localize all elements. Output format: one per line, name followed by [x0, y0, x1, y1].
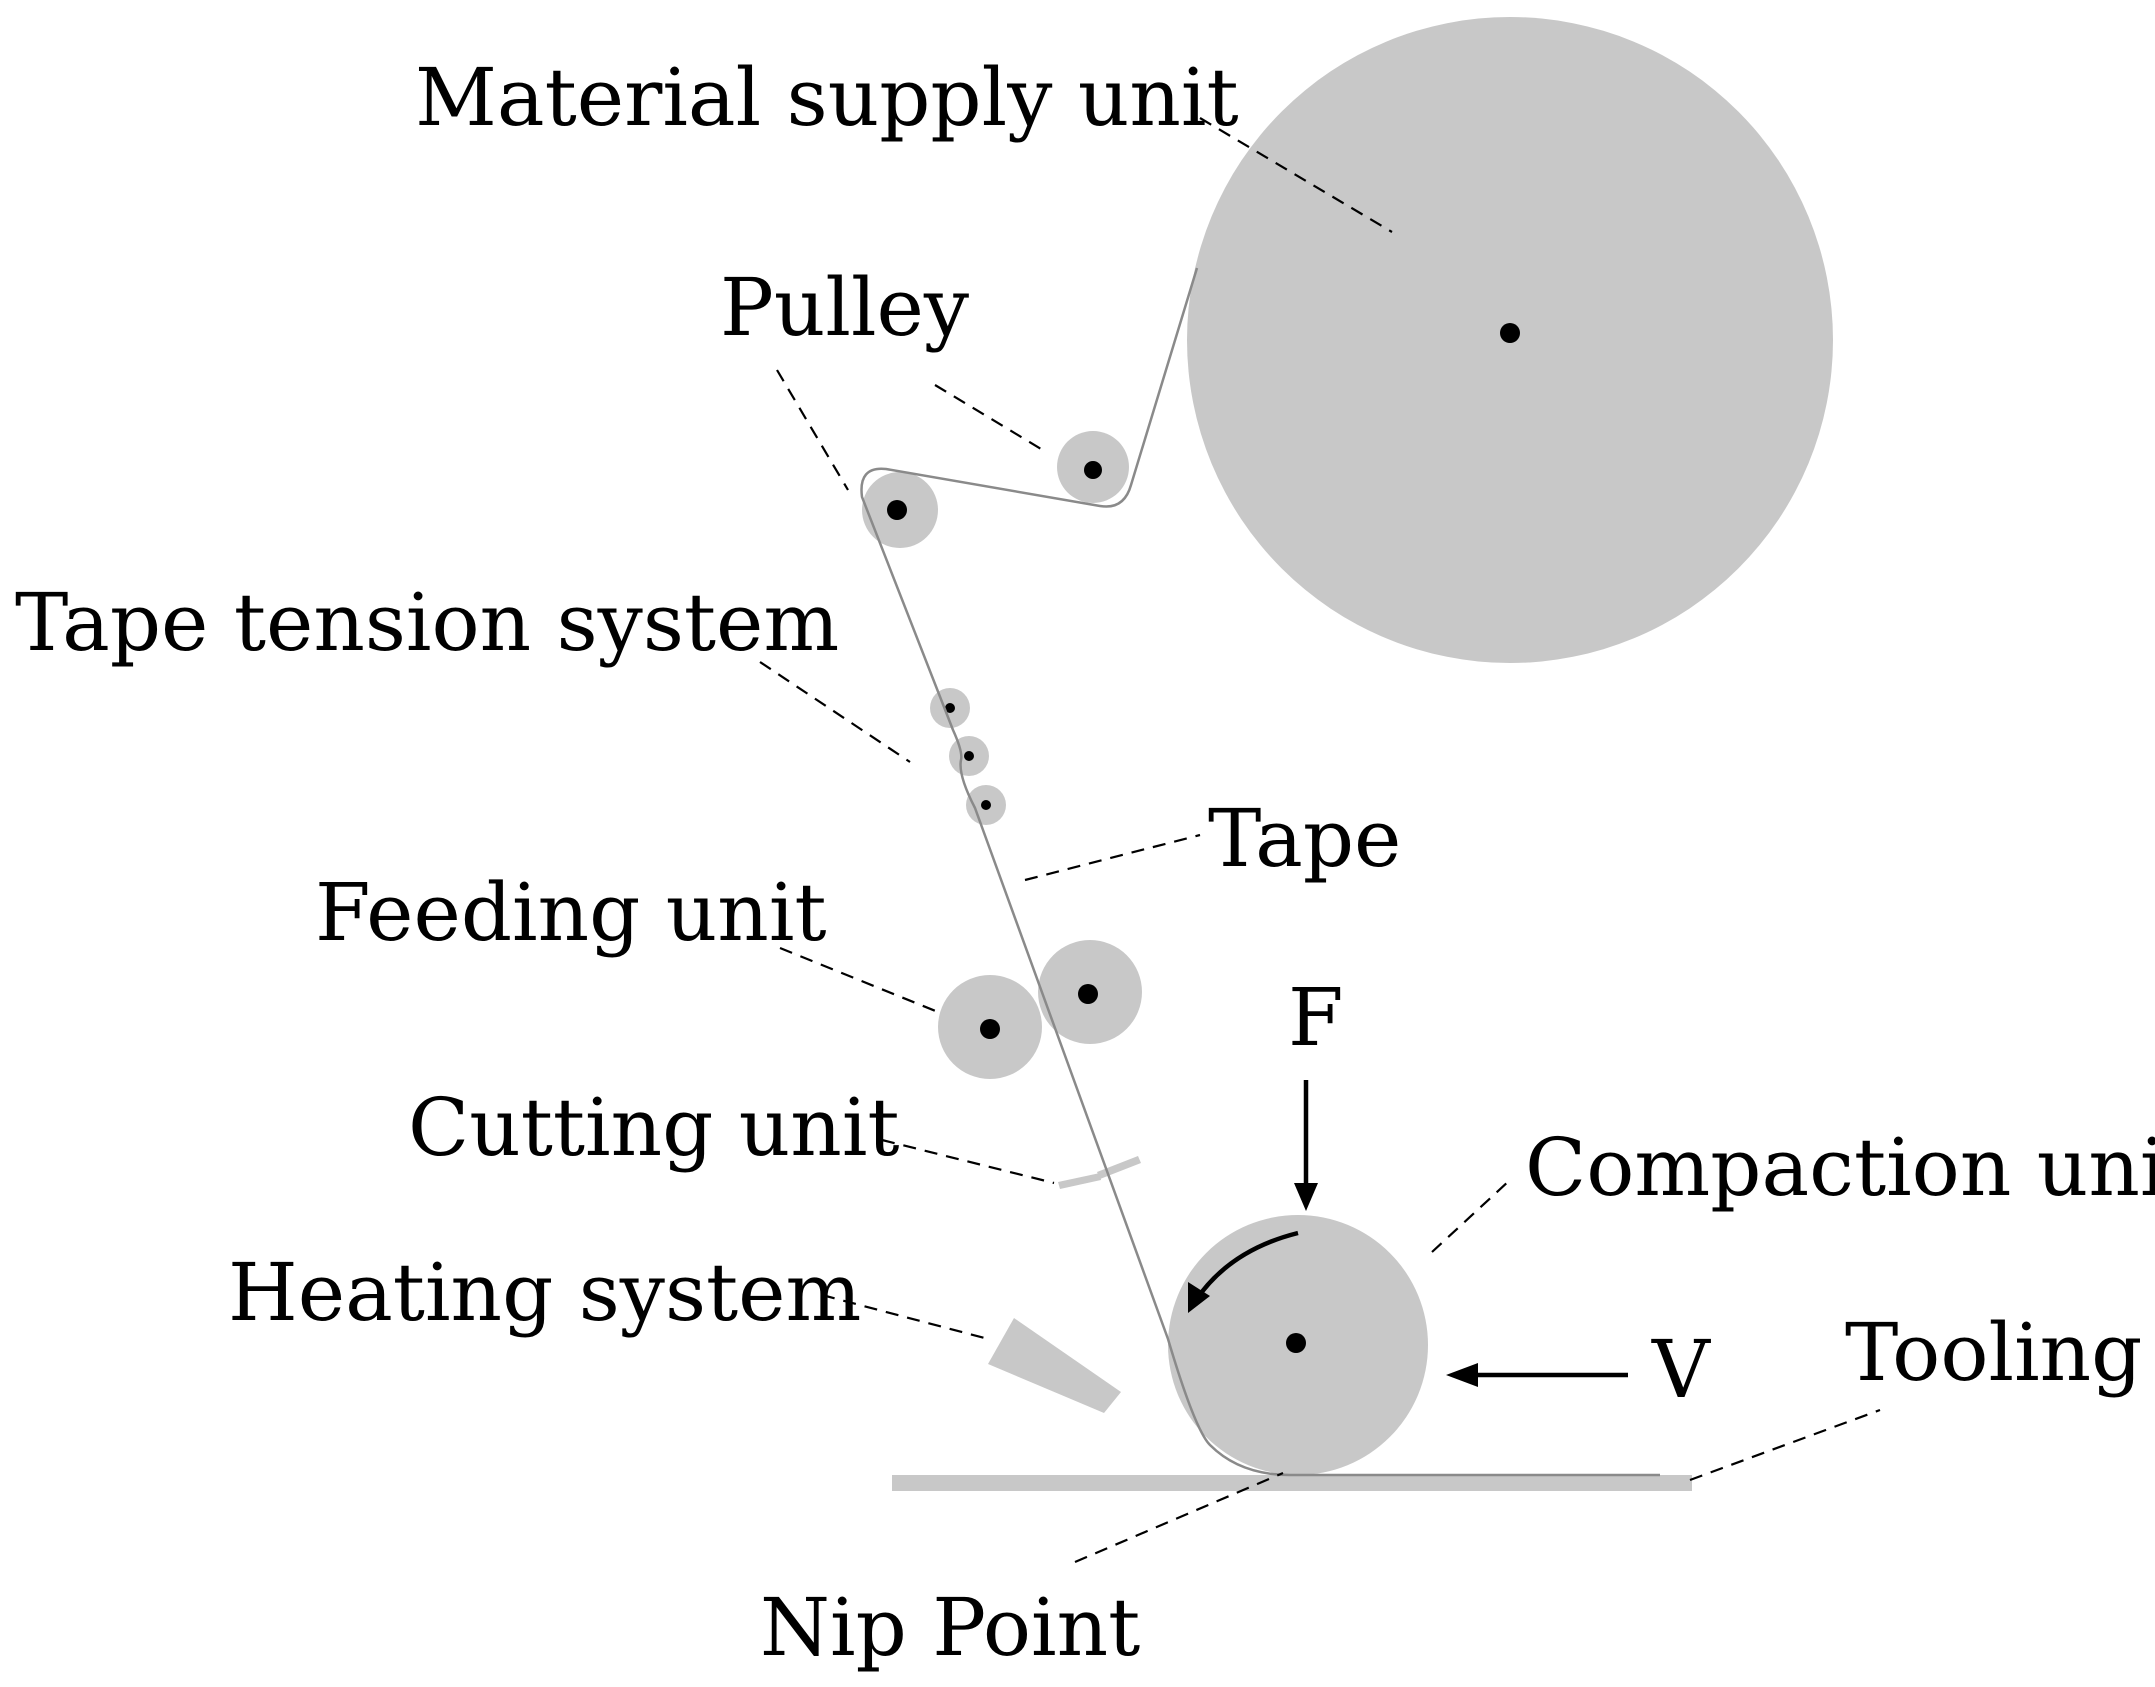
leader-pulley-upper — [934, 384, 1047, 453]
compaction-roller-axle — [1286, 1333, 1306, 1353]
label-tape: Tape — [1208, 792, 1401, 885]
label-force: F — [1288, 971, 1344, 1064]
tension-roller-3-axle — [981, 800, 991, 810]
feeding-roller-right-axle — [1078, 984, 1098, 1004]
label-material-supply-unit: Material supply unit — [415, 51, 1239, 144]
tension-roller-1-axle — [945, 703, 955, 713]
heating-system-nozzle — [988, 1318, 1121, 1413]
label-nip-point: Nip Point — [760, 1581, 1140, 1674]
leader-material-supply — [1199, 117, 1393, 233]
leader-feeding-unit — [779, 946, 939, 1014]
material-supply-axle — [1500, 323, 1520, 343]
leader-tape — [1024, 833, 1201, 882]
label-tape-tension-system: Tape tension system — [15, 576, 839, 669]
velocity-arrow-head — [1446, 1363, 1478, 1387]
leader-tooling — [1689, 1408, 1881, 1482]
tape-path — [860, 267, 1660, 1477]
label-pulley: Pulley — [720, 261, 969, 354]
label-velocity: V — [1651, 1323, 1711, 1416]
tension-roller-2-axle — [964, 751, 974, 761]
label-compaction-unit: Compaction unit — [1525, 1121, 2155, 1214]
label-cutting-unit: Cutting unit — [408, 1081, 900, 1174]
tooling-plate — [892, 1475, 1692, 1491]
force-arrow-head — [1294, 1183, 1318, 1211]
leader-compaction-unit — [1431, 1179, 1511, 1253]
leader-pulley-lower — [776, 369, 849, 491]
label-tooling: Tooling — [1845, 1306, 2142, 1399]
pulley-lower-axle — [887, 500, 907, 520]
label-feeding-unit: Feeding unit — [315, 866, 827, 959]
cutting-unit-blade-lower — [1058, 1173, 1101, 1189]
pulley-upper-axle — [1084, 461, 1102, 479]
rotation-arrow — [1194, 1230, 1299, 1302]
leader-tape-tension — [759, 661, 911, 763]
leader-nip-point — [1074, 1471, 1284, 1564]
leader-cutting-unit — [881, 1138, 1055, 1185]
label-heating-system: Heating system — [228, 1246, 861, 1339]
feeding-roller-left-axle — [980, 1019, 1000, 1039]
rotation-arrow-head — [1188, 1282, 1210, 1313]
leader-heating-system — [821, 1293, 993, 1342]
